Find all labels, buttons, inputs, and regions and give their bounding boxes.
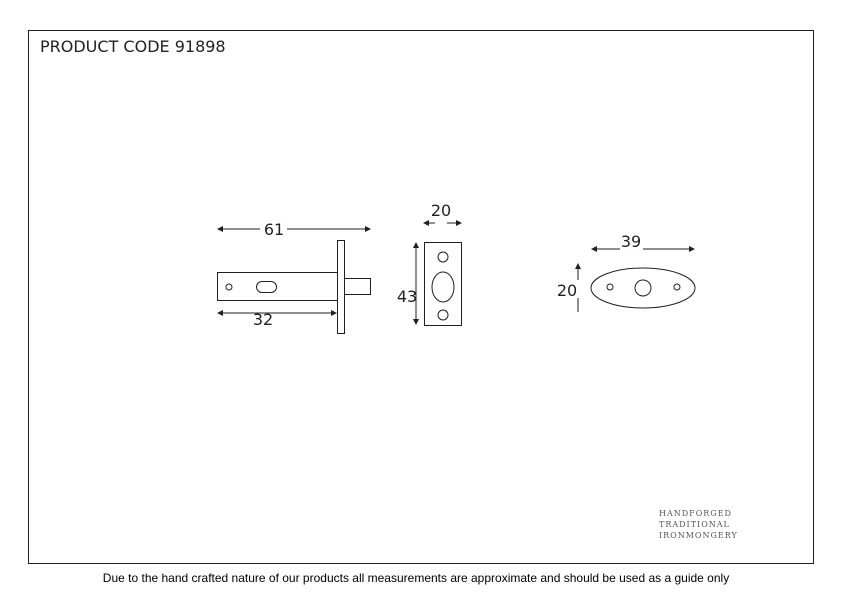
latch-side-view: 61 32 <box>217 220 371 334</box>
company-logo: HANDFORGED TRADITIONAL IRONMONGERY <box>659 509 738 540</box>
latch-body <box>217 272 338 301</box>
latch-faceplate <box>337 240 345 334</box>
latch-slot <box>256 281 277 293</box>
strike-plate-outline <box>424 242 462 326</box>
strike-screw-hole-top <box>437 251 449 263</box>
svg-text:IRONMONGERY: IRONMONGERY <box>659 531 738 540</box>
escutcheon-center-hole <box>634 279 652 297</box>
strike-screw-hole-bottom <box>437 309 449 321</box>
escutcheon-width-dimension: 39 <box>621 232 641 251</box>
latch-hole <box>225 283 233 291</box>
strike-width-dimension: 20 <box>431 201 451 220</box>
strike-plate-view: 20 43 <box>397 201 462 326</box>
escutcheon-hole-left <box>606 283 614 291</box>
escutcheon-height-dimension: 20 <box>557 281 577 300</box>
drawing-frame <box>28 30 814 564</box>
svg-text:TRADITIONAL: TRADITIONAL <box>659 520 730 529</box>
latch-bolt <box>344 278 371 295</box>
escutcheon-outline <box>590 267 696 309</box>
latch-backset-dimension: 32 <box>253 310 273 329</box>
product-code-title: PRODUCT CODE 91898 <box>40 37 226 56</box>
svg-text:HANDFORGED: HANDFORGED <box>659 509 732 518</box>
strike-height-dimension: 43 <box>397 287 417 306</box>
escutcheon-view: 39 20 <box>557 232 696 312</box>
disclaimer-footer: Due to the hand crafted nature of our pr… <box>103 571 729 585</box>
latch-length-dimension: 61 <box>264 220 284 239</box>
escutcheon-hole-right <box>673 283 681 291</box>
strike-bolt-opening <box>431 271 455 303</box>
